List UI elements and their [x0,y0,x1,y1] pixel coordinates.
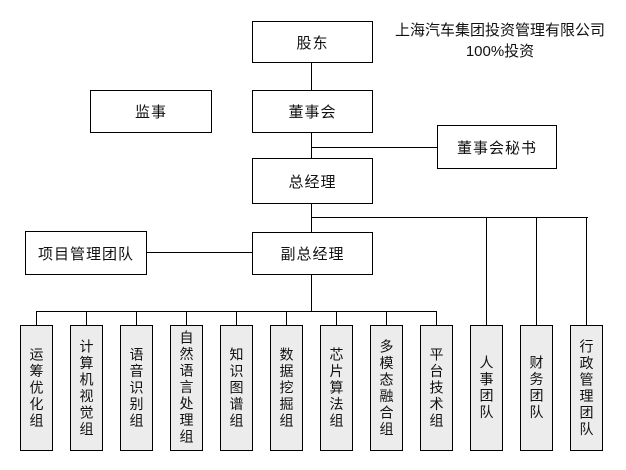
dept-box-operations-research: 运筹优化组 [20,325,53,451]
dept-box-admin-team: 行政管理团队 [570,325,603,451]
dept-box-hr-team: 人事团队 [470,325,503,451]
connector-drop-dept-1 [35,311,38,325]
node-supervisor: 监事 [90,90,212,133]
dept-label: 自然语言处理组 [178,330,195,446]
connector-drop-dept-5 [235,311,238,325]
dept-box-chip-algorithm: 芯片算法组 [320,325,353,451]
connector-drop-dept-6 [285,311,288,325]
node-shareholder: 股东 [252,21,373,63]
connector-to-hr-team [485,217,488,325]
connector-drop-dept-8 [385,311,388,325]
dept-label: 知识图谱组 [228,346,245,430]
connector-board-general-manager [311,133,313,158]
connector-to-finance-team [535,217,538,325]
dept-label: 多模态融合组 [378,338,395,438]
dept-box-computer-vision: 计算机视觉组 [70,325,103,451]
node-board-secretary: 董事会秘书 [437,125,557,169]
connector-gm-deputy-gm [311,204,313,232]
connector-project-team-deputy-gm [147,252,252,254]
dept-box-knowledge-graph: 知识图谱组 [220,325,253,451]
dept-label: 计算机视觉组 [78,338,95,438]
dept-label: 运筹优化组 [28,346,45,430]
dept-box-finance-team: 财务团队 [520,325,553,451]
connector-shareholder-board [311,63,313,90]
connector-drop-dept-9 [435,311,438,325]
investment-share: 100%投资 [465,43,535,60]
node-project-team: 项目管理团队 [25,231,147,275]
node-general-manager: 总经理 [252,158,373,204]
connector-drop-dept-4 [185,311,188,325]
connector-drop-dept-3 [135,311,138,325]
node-board: 董事会 [252,90,373,133]
dept-box-speech-recognition: 语音识别组 [120,325,153,451]
connector-right-branch [312,217,588,219]
dept-label: 行政管理团队 [578,338,595,438]
connector-board-secretary [312,147,437,149]
investor-name: 上海汽车集团投资管理有限公司 [394,22,605,39]
dept-label: 财务团队 [528,355,545,421]
dept-label: 芯片算法组 [328,346,345,430]
dept-label: 人事团队 [478,355,495,421]
dept-box-nlp: 自然语言处理组 [170,325,203,451]
connector-drop-dept-7 [335,311,338,325]
dept-label: 平台技术组 [428,346,445,430]
node-deputy-gm: 副总经理 [252,232,373,275]
investor-annotation: 上海汽车集团投资管理有限公司 100%投资 [384,20,616,62]
connector-deputy-gm-bus [311,275,313,312]
dept-label: 语音识别组 [128,346,145,430]
dept-box-data-mining: 数据挖掘组 [270,325,303,451]
dept-label: 数据挖掘组 [278,346,295,430]
connector-drop-dept-2 [85,311,88,325]
dept-box-multimodal-fusion: 多模态融合组 [370,325,403,451]
connector-to-admin-team [585,217,588,325]
dept-box-platform-technology: 平台技术组 [420,325,453,451]
